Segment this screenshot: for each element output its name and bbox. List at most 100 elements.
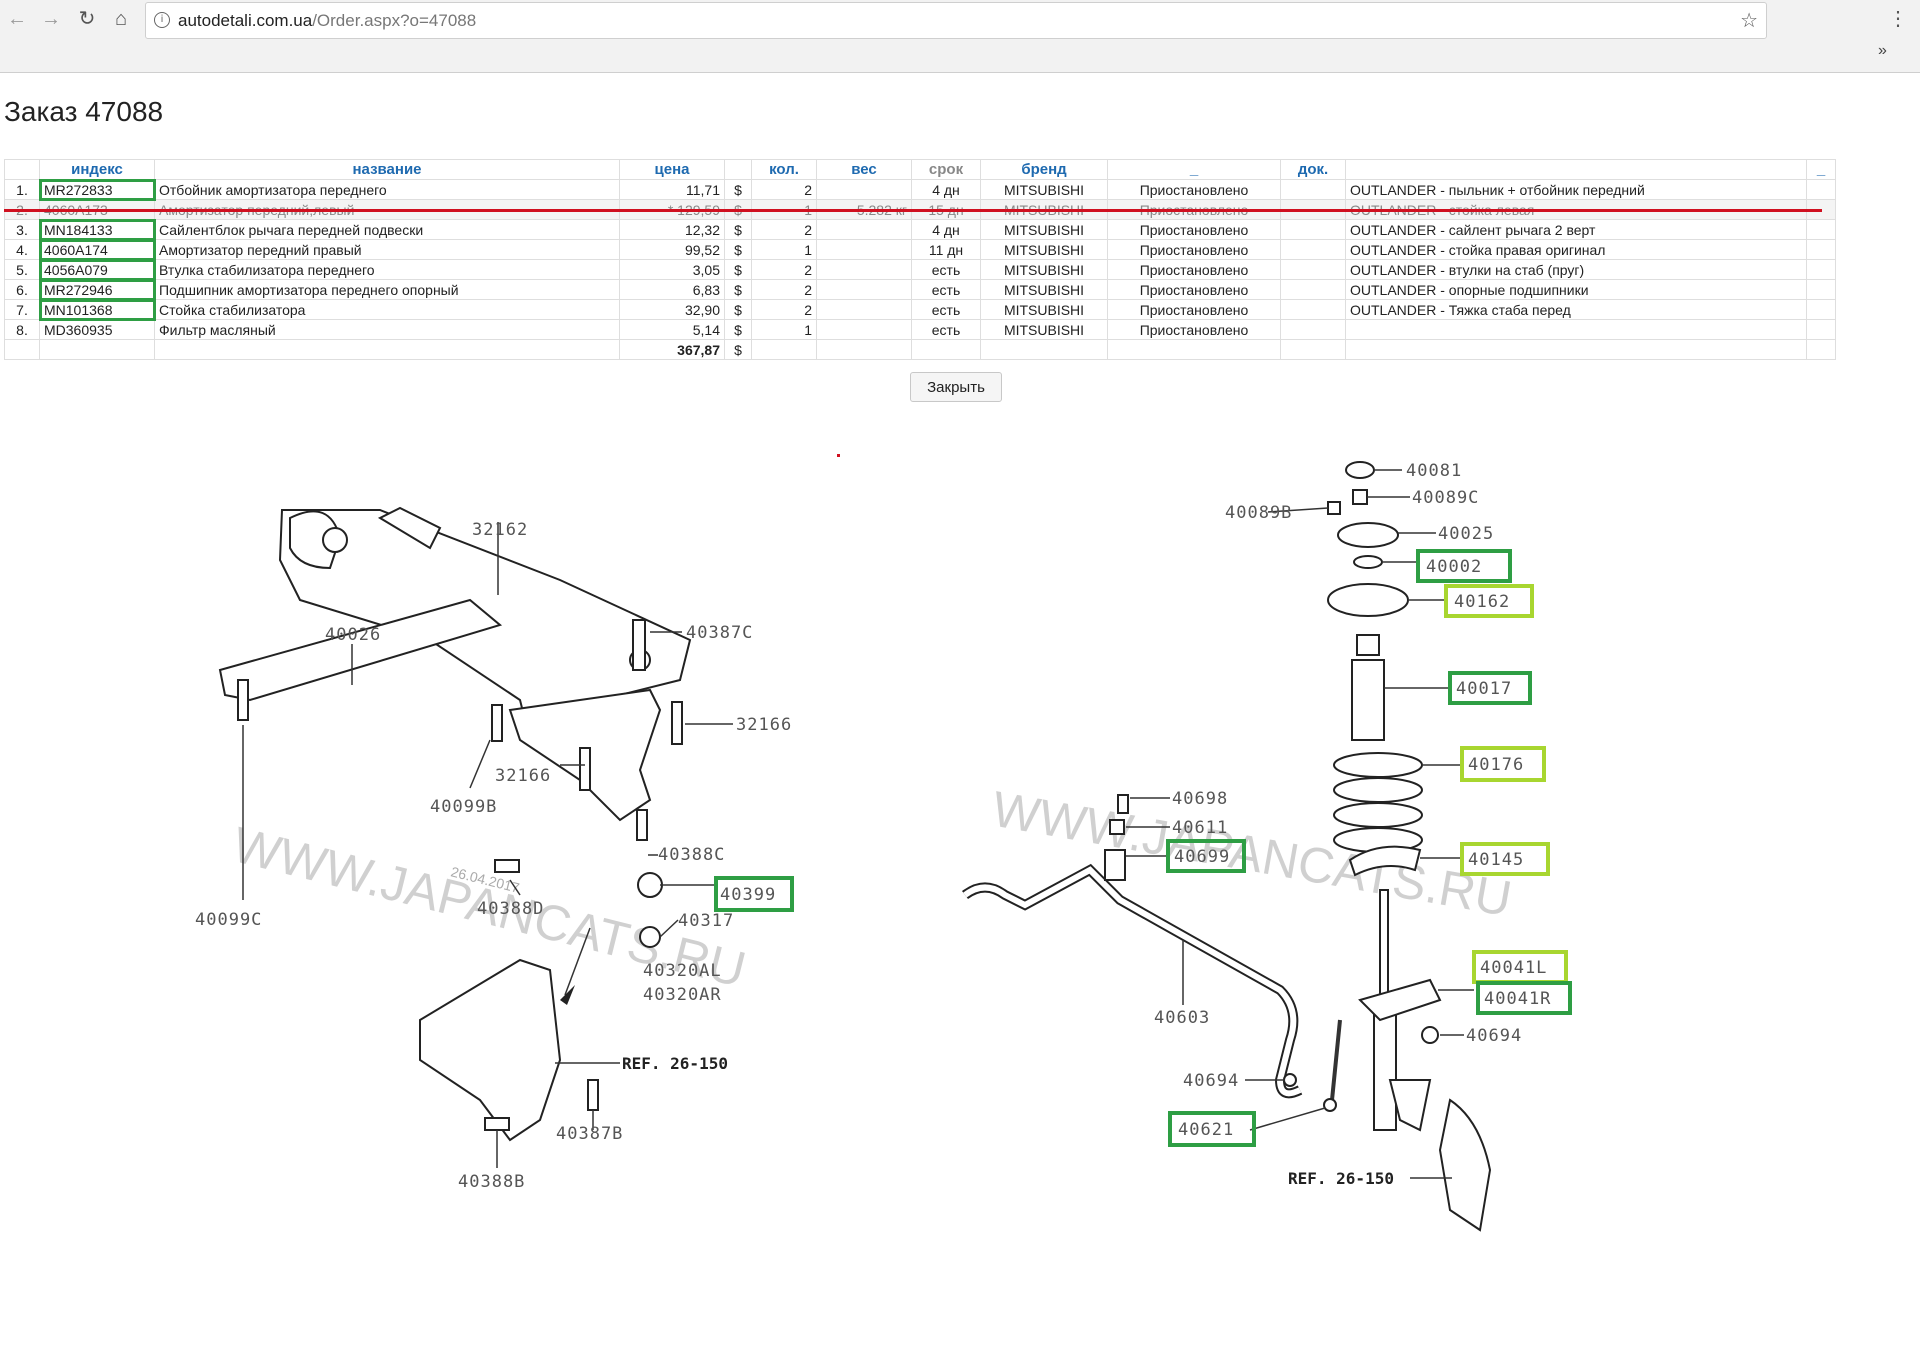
- col-status-header[interactable]: _: [1107, 159, 1281, 180]
- label-40002: 40002: [1426, 557, 1482, 577]
- total-cell: [154, 339, 620, 360]
- row-weight: [816, 259, 912, 280]
- row-price: 5,14: [619, 319, 725, 340]
- label-40699: 40699: [1174, 847, 1230, 867]
- label-40388c: 40388C: [658, 845, 725, 865]
- knuckle-drawing: [419, 958, 562, 1142]
- row-number: 5.: [4, 259, 40, 280]
- row-comment: OUTLANDER - сайлент рычага 2 верт: [1345, 219, 1807, 240]
- label-32166: 32166: [736, 715, 792, 735]
- row-price: 99,52: [619, 239, 725, 260]
- col-weight-header[interactable]: вес: [816, 159, 912, 180]
- arrow-head: [560, 985, 575, 1005]
- bookmarks-more-icon[interactable]: »: [1878, 42, 1887, 59]
- row-name: Стойка стабилизатора: [154, 299, 620, 320]
- row-doc: [1280, 219, 1346, 240]
- col-comment-header: [1345, 159, 1807, 180]
- row-price: 12,32: [619, 219, 725, 240]
- label-40176: 40176: [1468, 755, 1524, 775]
- arrow-line: [564, 927, 591, 996]
- row-name: Втулка стабилизатора переднего: [154, 259, 620, 280]
- label-40041l: 40041L: [1480, 958, 1547, 978]
- label-40698: 40698: [1172, 789, 1228, 809]
- label-40026: 40026: [325, 625, 381, 645]
- row-index[interactable]: 4056A079: [38, 258, 156, 281]
- total-cell: [1345, 339, 1807, 360]
- col-extra-header[interactable]: _: [1806, 159, 1836, 180]
- row-number: 1.: [4, 179, 40, 200]
- box-40145: [1460, 842, 1550, 876]
- page-title: Заказ 47088: [4, 96, 164, 127]
- row-extra: [1806, 179, 1836, 200]
- label-40017: 40017: [1456, 679, 1512, 699]
- row-status: Приостановлено: [1107, 319, 1281, 340]
- total-cell: [1806, 339, 1836, 360]
- box-40017: [1448, 671, 1532, 705]
- label-40089c: 40089C: [1412, 488, 1479, 508]
- label-40387c: 40387C: [686, 623, 753, 643]
- info-icon[interactable]: i: [154, 12, 170, 28]
- total-cell: [911, 339, 981, 360]
- row-term: есть: [911, 279, 981, 300]
- back-icon[interactable]: ←: [7, 8, 27, 30]
- row-currency: $: [724, 279, 752, 300]
- row-index[interactable]: MR272833: [38, 178, 156, 201]
- col-term-header[interactable]: срок: [911, 159, 981, 180]
- address-bar[interactable]: i autodetali.com.ua/Order.aspx?o=47088 ☆: [145, 2, 1767, 39]
- col-name-header[interactable]: название: [154, 159, 620, 180]
- browser-menu-icon[interactable]: ⋮: [1888, 8, 1908, 30]
- row-index[interactable]: MN184133: [38, 218, 156, 241]
- row-number: 3.: [4, 219, 40, 240]
- forward-icon[interactable]: →: [41, 8, 61, 30]
- col-doc-header[interactable]: док.: [1280, 159, 1346, 180]
- row-index[interactable]: 4060A174: [38, 238, 156, 261]
- label-32166-b: 32166: [495, 766, 551, 786]
- box-40041r: [1476, 981, 1572, 1015]
- row-price: 3,05: [619, 259, 725, 280]
- total-cell: [39, 339, 155, 360]
- row-comment: OUTLANDER - втулки на стаб (пруг): [1345, 259, 1807, 280]
- close-button[interactable]: Закрыть: [910, 372, 1002, 402]
- col-qty-header[interactable]: кол.: [751, 159, 817, 180]
- row-index[interactable]: MD360935: [39, 319, 155, 340]
- col-currency-header: [724, 159, 752, 180]
- col-brand-header[interactable]: бренд: [980, 159, 1108, 180]
- row-name: Амортизатор передний правый: [154, 239, 620, 260]
- row-qty: 2: [751, 299, 817, 320]
- box-40176: [1460, 746, 1546, 782]
- row-comment: OUTLANDER - стойка правая оригинал: [1345, 239, 1807, 260]
- row-index[interactable]: MN101368: [38, 298, 156, 321]
- total-cell: [751, 339, 817, 360]
- bookmark-star-icon[interactable]: ☆: [1740, 10, 1758, 32]
- row-qty: 2: [751, 259, 817, 280]
- total-cell: [980, 339, 1108, 360]
- row-weight: [816, 219, 912, 240]
- label-40387b: 40387B: [556, 1124, 623, 1144]
- label-40145: 40145: [1468, 850, 1524, 870]
- home-icon[interactable]: ⌂: [114, 8, 128, 30]
- total-currency: $: [724, 339, 752, 360]
- right-labels: 40081 40089B 40089C 40025 40002 40162 40…: [1126, 461, 1572, 1188]
- row-currency: $: [724, 319, 752, 340]
- parts-diagram: WWW.JAPANCATS.RU WWW.JAPANCATS.RU 26.04.…: [195, 461, 1572, 1232]
- row-term: 4 дн: [911, 219, 981, 240]
- row-extra: [1806, 319, 1836, 340]
- box-40621: [1168, 1111, 1256, 1147]
- row-weight: [816, 299, 912, 320]
- row-currency: $: [724, 259, 752, 280]
- crossmember-drawing: [218, 598, 503, 702]
- col-price-header[interactable]: цена: [619, 159, 725, 180]
- row-status: Приостановлено: [1107, 239, 1281, 260]
- row-price: 6,83: [619, 279, 725, 300]
- row-brand: MITSUBISHI: [980, 239, 1108, 260]
- row-qty: 2: [751, 279, 817, 300]
- label-40089b: 40089B: [1225, 503, 1292, 523]
- reload-icon[interactable]: ↻: [78, 8, 96, 30]
- row-price: 32,90: [619, 299, 725, 320]
- strut-assembly-drawing: [1327, 461, 1492, 1232]
- row-index[interactable]: MR272946: [38, 278, 156, 301]
- col-index-header[interactable]: индекс: [39, 159, 155, 180]
- row-currency: $: [724, 239, 752, 260]
- row-weight: [816, 319, 912, 340]
